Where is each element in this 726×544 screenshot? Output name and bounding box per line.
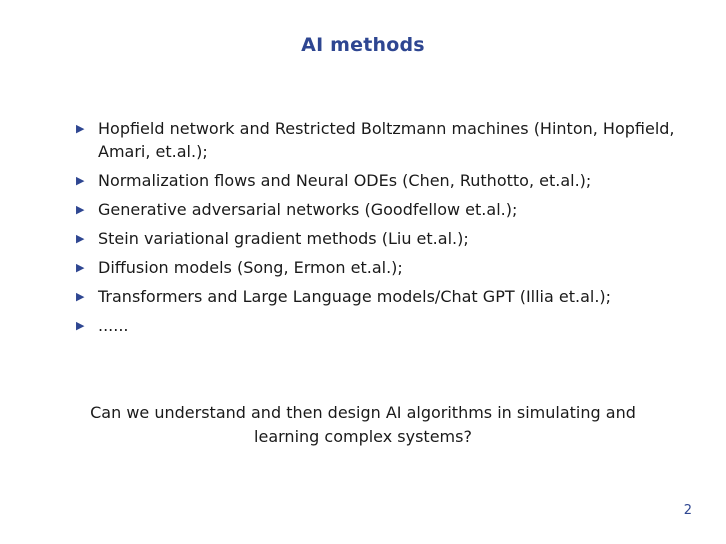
triangle-bullet-icon: ▶: [76, 261, 85, 274]
bullet-text: Diffusion models (Song, Ermon et.al.);: [98, 258, 403, 277]
bullet-text: Hopfield network and Restricted Boltzman…: [98, 119, 675, 161]
closing-question: Can we understand and then design AI alg…: [90, 403, 636, 446]
triangle-bullet-icon: ▶: [76, 290, 85, 303]
list-item: ▶ Transformers and Large Language models…: [76, 285, 676, 308]
triangle-bullet-icon: ▶: [76, 203, 85, 216]
bullet-text: ......: [98, 316, 129, 335]
list-item: ▶ Diffusion models (Song, Ermon et.al.);: [76, 256, 676, 279]
list-item: ▶ ......: [76, 314, 676, 337]
list-item: ▶ Generative adversarial networks (Goodf…: [76, 198, 676, 221]
bullet-text: Normalization flows and Neural ODEs (Che…: [98, 171, 592, 190]
bullet-list: ▶ Hopfield network and Restricted Boltzm…: [76, 117, 676, 343]
triangle-bullet-icon: ▶: [76, 122, 85, 135]
bullet-text: Generative adversarial networks (Goodfel…: [98, 200, 518, 219]
page-number: 2: [683, 503, 692, 518]
triangle-bullet-icon: ▶: [76, 232, 85, 245]
bullet-text: Transformers and Large Language models/C…: [98, 287, 612, 306]
list-item: ▶ Hopfield network and Restricted Boltzm…: [76, 117, 676, 163]
bullet-text: Stein variational gradient methods (Liu …: [98, 229, 469, 248]
list-item: ▶ Stein variational gradient methods (Li…: [76, 227, 676, 250]
triangle-bullet-icon: ▶: [76, 174, 85, 187]
triangle-bullet-icon: ▶: [76, 319, 85, 332]
list-item: ▶ Normalization flows and Neural ODEs (C…: [76, 169, 676, 192]
slide-title: AI methods: [301, 34, 425, 56]
